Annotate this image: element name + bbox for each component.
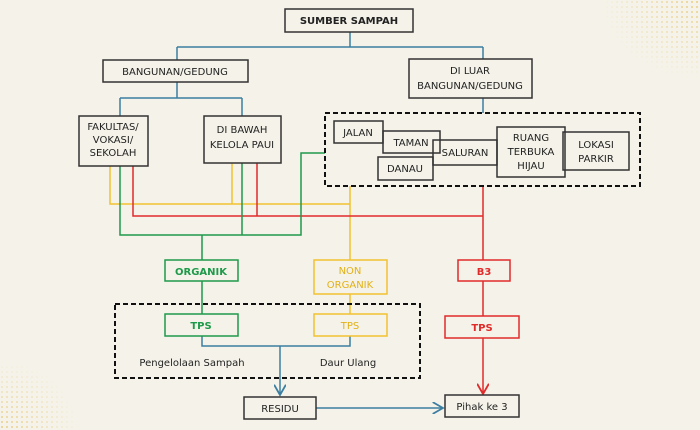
node-label: BANGUNAN/GEDUNG — [122, 67, 228, 78]
node-label: NON — [339, 266, 362, 277]
node-taman: TAMAN — [382, 130, 441, 154]
outside-sources-group — [324, 112, 641, 187]
node-label: FAKULTAS/ — [87, 122, 139, 133]
node-label: VOKASI/ — [93, 135, 134, 146]
hierarchy-connectors — [119, 32, 484, 116]
node-label: DI BAWAH — [217, 125, 268, 136]
node-label: HIJAU — [517, 161, 544, 172]
node-label: SEKOLAH — [90, 148, 137, 159]
node-tps-organik: TPS — [164, 313, 239, 337]
node-label: ORGANIK — [327, 280, 374, 291]
residu-flow-lines — [201, 336, 443, 408]
node-fakultas: FAKULTAS/ VOKASI/ SEKOLAH — [78, 115, 149, 167]
node-di-luar-bangunan: DI LUAR BANGUNAN/GEDUNG — [408, 58, 533, 99]
node-label: B3 — [477, 267, 492, 278]
node-label: TPS — [340, 321, 360, 332]
node-tps-nonorganik: TPS — [313, 313, 388, 337]
node-label: SUMBER SAMPAH — [300, 16, 398, 27]
node-tps-b3: TPS — [444, 315, 520, 339]
pengelolaan-sampah-label: Pengelolaan Sampah — [139, 358, 244, 369]
node-label: TPS — [190, 321, 211, 332]
node-label: TAMAN — [392, 138, 428, 149]
daur-ulang-label: Daur Ulang — [320, 358, 376, 369]
node-label: DI LUAR — [450, 66, 490, 77]
node-label: SALURAN — [442, 148, 489, 159]
corner-dots-bottom-left — [0, 360, 80, 430]
node-danau: DANAU — [377, 156, 434, 181]
node-label: TERBUKA — [507, 147, 555, 158]
corner-dots-top-right — [600, 0, 700, 80]
node-label: ORGANIK — [175, 267, 228, 278]
organic-flow-lines — [119, 152, 325, 314]
node-label: Pihak ke 3 — [456, 402, 507, 413]
node-residu: RESIDU — [243, 396, 317, 420]
node-sumber-sampah: SUMBER SAMPAH — [284, 8, 414, 33]
node-lokasi-parkir: LOKASI PARKIR — [562, 131, 630, 171]
node-label: RUANG — [513, 133, 549, 144]
node-jalan: JALAN — [333, 120, 384, 144]
node-label: LOKASI — [578, 140, 614, 151]
nonorganic-flow-lines — [109, 163, 351, 314]
node-di-bawah-paui: DI BAWAH KELOLA PAUI — [203, 115, 282, 164]
node-label: JALAN — [342, 128, 373, 139]
node-label: TPS — [471, 323, 492, 334]
node-b3: B3 — [457, 259, 511, 282]
node-bangunan: BANGUNAN/GEDUNG — [102, 59, 249, 83]
node-label: BANGUNAN/GEDUNG — [417, 81, 523, 92]
node-label: RESIDU — [261, 404, 299, 415]
node-organik: ORGANIK — [164, 259, 239, 282]
node-saluran: SALURAN — [432, 139, 498, 166]
node-non-organik: NON ORGANIK — [313, 259, 388, 295]
processing-group — [114, 303, 421, 379]
node-label: KELOLA PAUI — [210, 140, 274, 151]
node-label: DANAU — [387, 164, 423, 175]
node-label: PARKIR — [578, 154, 614, 165]
b3-flow-lines — [132, 163, 483, 394]
node-pihak-ke-3: Pihak ke 3 — [444, 394, 520, 418]
node-ruang-terbuka-hijau: RUANG TERBUKA HIJAU — [496, 126, 566, 178]
